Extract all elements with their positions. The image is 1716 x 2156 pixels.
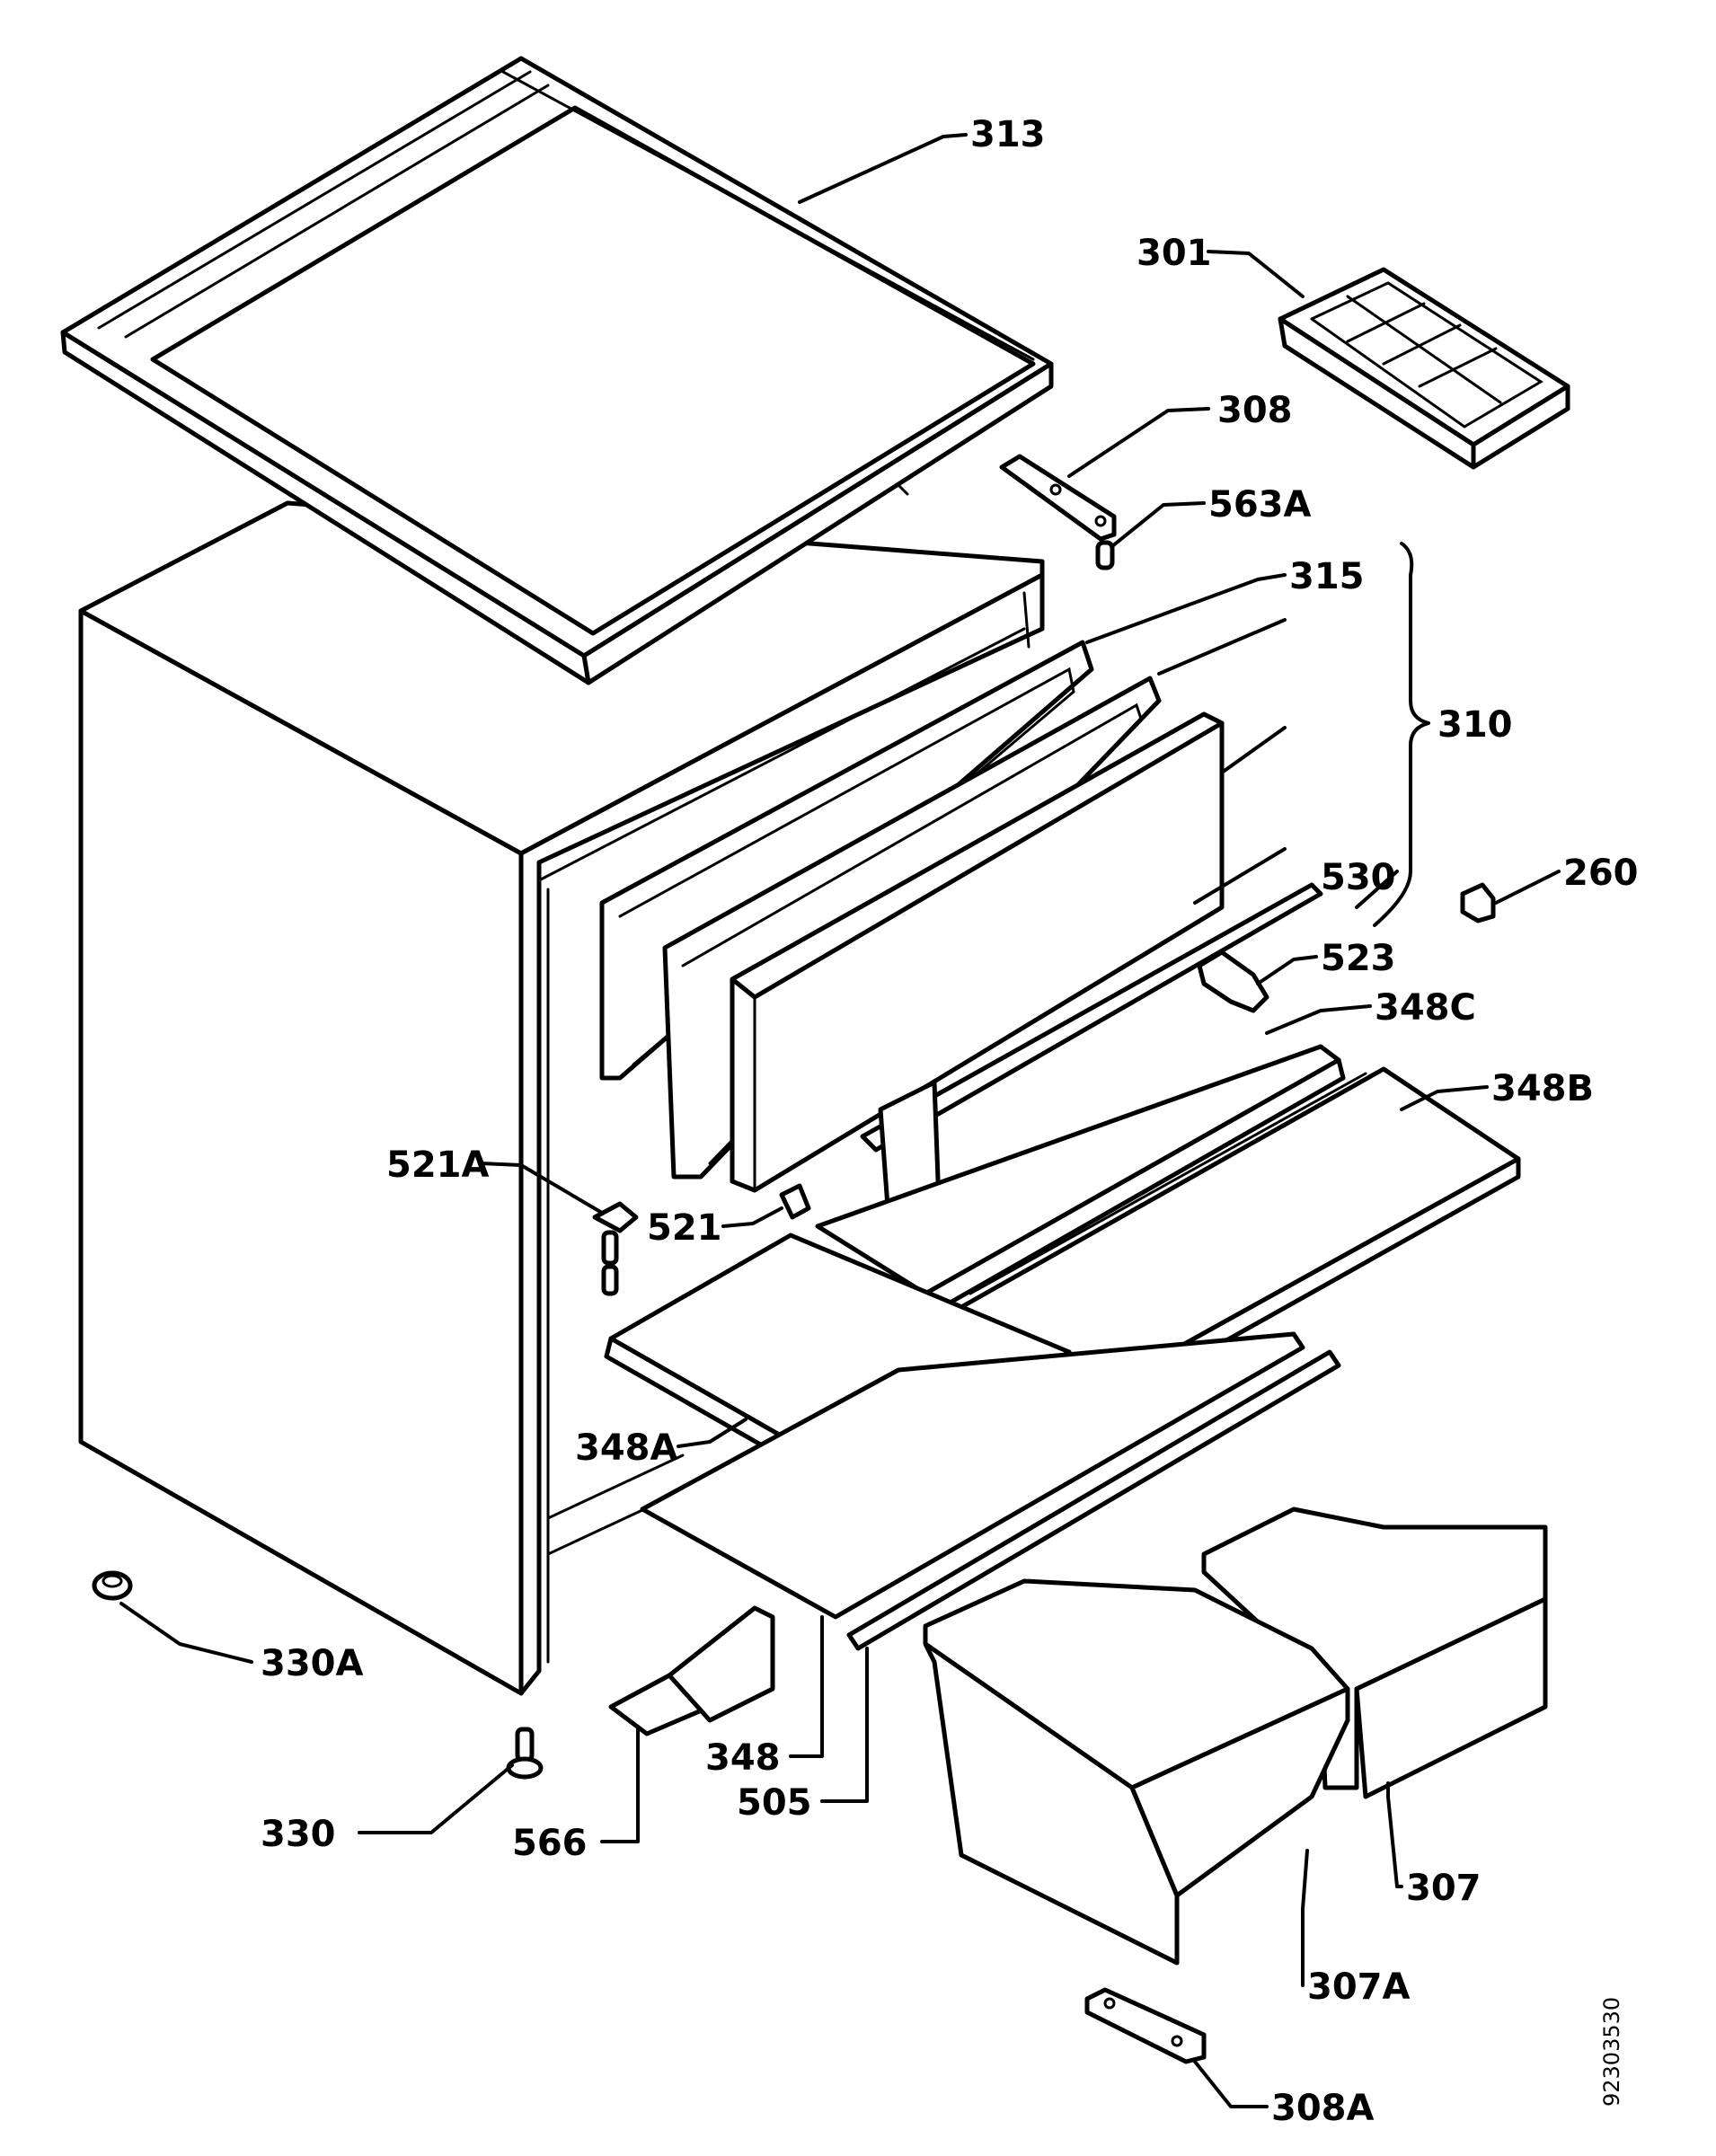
lamp-523 <box>1197 950 1269 1013</box>
drawer-307A <box>923 1578 1350 1966</box>
door-panel-front <box>730 711 1225 1193</box>
part-labels: 313 301 308 563A 315 310 530 260 523 348… <box>261 114 1639 2129</box>
label-308A: 308A <box>1271 2088 1374 2129</box>
foot-330A <box>92 1570 133 1601</box>
handle-strip-530 <box>860 882 1323 1153</box>
label-315: 315 <box>1289 556 1365 597</box>
cabinet-body <box>78 483 1045 1696</box>
label-521: 521 <box>647 1207 722 1249</box>
label-308: 308 <box>1217 390 1293 431</box>
label-330: 330 <box>261 1814 336 1855</box>
ice-tray-301 <box>1278 267 1570 470</box>
drawer-307 <box>1201 1507 1548 1799</box>
label-505: 505 <box>737 1782 812 1824</box>
shelf-348C <box>815 1044 1346 1314</box>
clip-260 <box>1460 882 1496 923</box>
label-566: 566 <box>512 1823 588 1864</box>
scraper-566 <box>608 1605 775 1736</box>
label-348: 348 <box>705 1737 781 1779</box>
document-number: 92303530 <box>1599 1997 1624 2107</box>
worktop-313 <box>60 56 1054 685</box>
trim-505 <box>846 1349 1341 1651</box>
label-260: 260 <box>1563 853 1639 894</box>
leader-lines <box>119 133 1561 2108</box>
label-301: 301 <box>1137 233 1212 274</box>
hinge-308 <box>999 454 1117 542</box>
foot-screw-330 <box>506 1727 544 1780</box>
latch-521 <box>779 1183 811 1220</box>
label-310: 310 <box>1437 704 1513 746</box>
label-563A: 563A <box>1208 484 1311 526</box>
catch-521A <box>592 1201 639 1296</box>
label-313: 313 <box>970 114 1046 155</box>
label-348C: 348C <box>1375 987 1476 1029</box>
label-521A: 521A <box>386 1144 489 1186</box>
label-307A: 307A <box>1307 1966 1410 2008</box>
label-530: 530 <box>1321 857 1396 898</box>
shelf-348 <box>640 1331 1305 1620</box>
label-330A: 330A <box>261 1643 363 1684</box>
label-523: 523 <box>1321 938 1396 979</box>
screw-563A <box>1095 540 1115 570</box>
label-307: 307 <box>1406 1868 1482 1909</box>
label-348B: 348B <box>1491 1068 1594 1109</box>
label-348A: 348A <box>575 1427 677 1469</box>
hinge-308A <box>1084 1987 1207 2064</box>
